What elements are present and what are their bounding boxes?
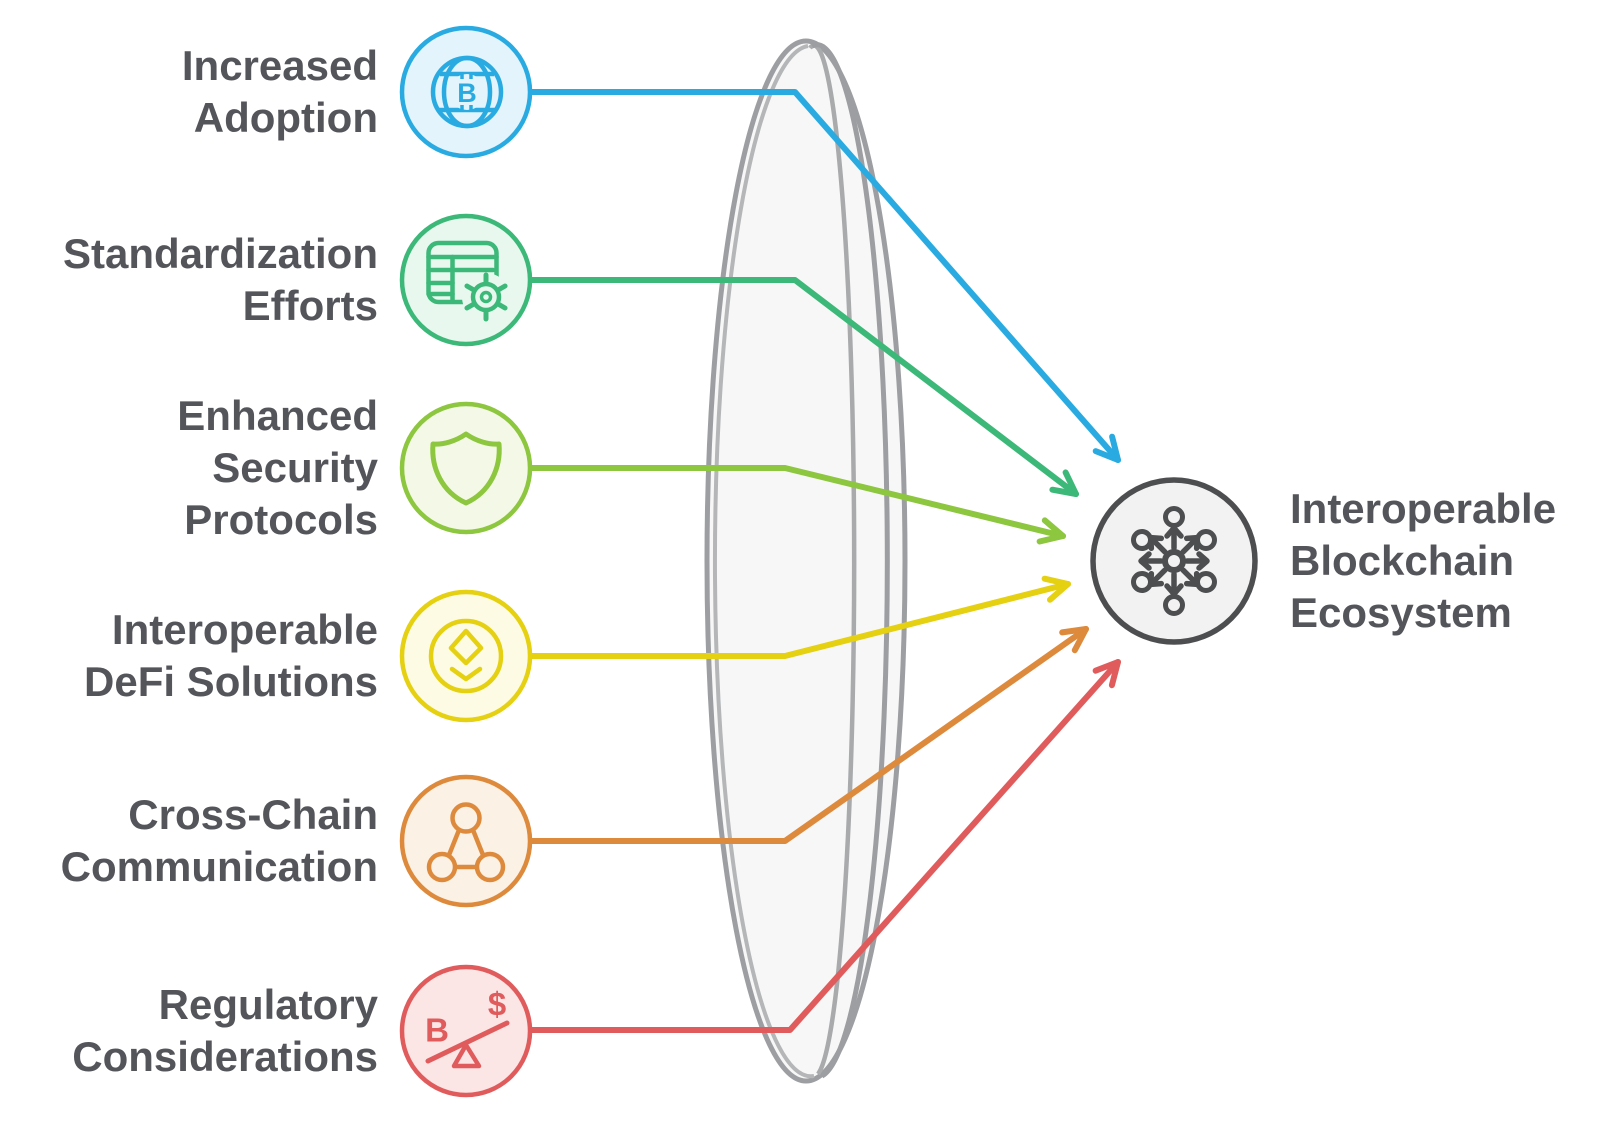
lens-front-edge [712, 44, 815, 1079]
source-node-interoperable-defi [399, 589, 533, 723]
lens-inner-arc [808, 43, 857, 1076]
hub-network-icon [1131, 506, 1217, 616]
network-triangle-icon [426, 802, 506, 883]
gear-halo [462, 273, 510, 321]
arrowhead [1036, 517, 1066, 545]
source-node-standardization [399, 213, 533, 347]
flow-line-regulatory [527, 659, 1121, 1033]
target-node-blockchain-ecosystem [1090, 477, 1258, 645]
bitcoin-b-glyph: B [457, 78, 477, 108]
source-label-regulatory: Regulatory Considerations [72, 981, 378, 1080]
defi-coin-icon [428, 618, 504, 694]
arrowhead [1092, 433, 1121, 463]
arrowhead [1059, 626, 1089, 654]
table-gear-icon [426, 240, 510, 322]
flow-line-security [527, 465, 1066, 545]
source-label-cross-chain: Cross-Chain Communication [60, 791, 378, 890]
arrowhead [1049, 469, 1079, 497]
lens-shape [704, 38, 908, 1084]
source-node-regulatory: B $ [399, 964, 533, 1098]
source-label-increased-adoption: Increased Adoption [181, 42, 378, 141]
balance-seesaw-icon: B $ [425, 986, 510, 1069]
balance-dollar-glyph: $ [488, 986, 506, 1023]
flow-line-defi [527, 575, 1071, 659]
flow-line-cross-chain [527, 626, 1089, 844]
source-label-enhanced-security: Enhanced Security Protocols [177, 392, 378, 543]
source-node-increased-adoption: B [399, 25, 533, 159]
hub-peer-dots [1131, 506, 1217, 616]
target-label-blockchain-ecosystem: Interoperable Blockchain Ecosystem [1290, 485, 1557, 636]
gear-teeth [464, 272, 508, 322]
flow-line-standardization [527, 277, 1079, 497]
balance-b-glyph: B [425, 1012, 449, 1049]
flow-line-increased-adoption [527, 89, 1121, 463]
globe-bitcoin-icon: B [430, 55, 504, 129]
arrowhead [1092, 659, 1121, 689]
shield-icon [430, 431, 502, 506]
source-node-enhanced-security [399, 401, 533, 535]
source-label-standardization: Standardization Efforts [62, 230, 378, 329]
arrowhead [1041, 575, 1071, 603]
lens-rim-arc [810, 42, 890, 1079]
source-label-interoperable-defi: Interoperable DeFi Solutions [84, 606, 378, 705]
source-node-cross-chain [399, 774, 533, 908]
